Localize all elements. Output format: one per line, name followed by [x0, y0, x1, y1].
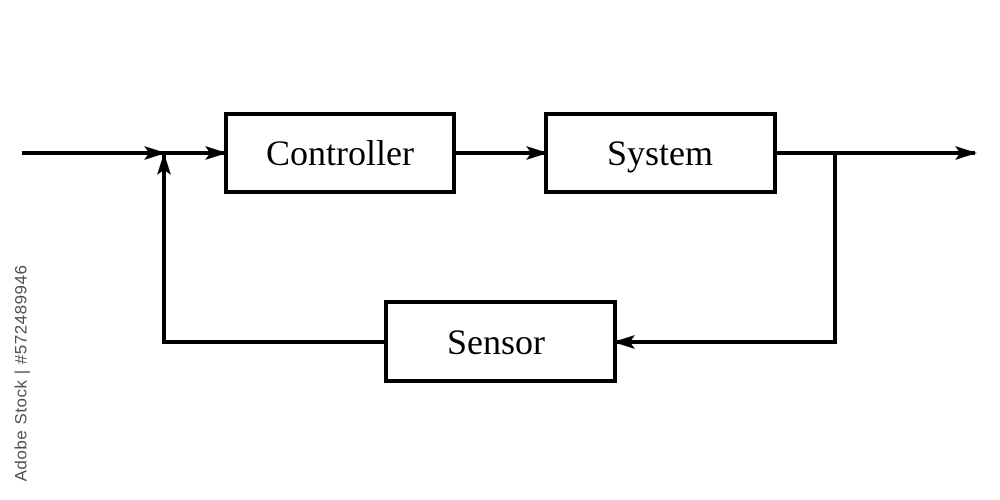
controller-label: Controller [266, 133, 414, 173]
controller-block: Controller [224, 112, 456, 194]
stock-id-text: Adobe Stock | #572489946 [11, 264, 30, 482]
stock-id-watermark: Adobe Stock | #572489946 [6, 258, 36, 488]
sensor-to-junction-arrow [157, 153, 386, 344]
sensor-block: Sensor [384, 300, 617, 383]
system-block: System [544, 112, 777, 194]
system-label: System [607, 133, 713, 173]
sensor-label: Sensor [447, 322, 545, 362]
output-to-sensor-arrow [613, 153, 837, 349]
